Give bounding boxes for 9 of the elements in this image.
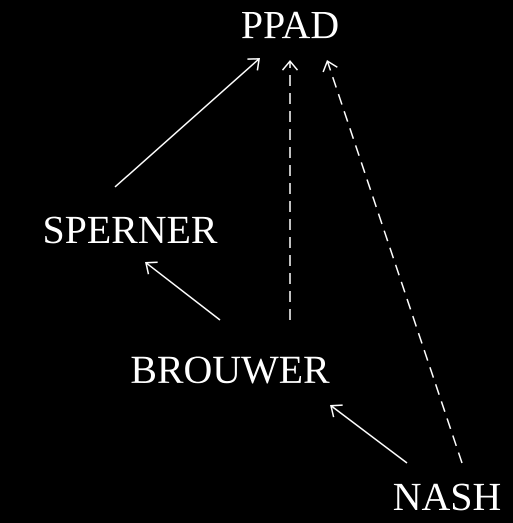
node-label: BROUWER: [132, 356, 330, 384]
node-label: PPAD: [242, 12, 338, 38]
node-label: NASH: [394, 484, 500, 510]
arrow: [114, 58, 260, 188]
arrow: [282, 60, 298, 320]
arrow: [330, 404, 408, 464]
node-label: SPERNER: [45, 216, 218, 244]
arrow: [145, 262, 220, 321]
arrow: [322, 60, 463, 464]
